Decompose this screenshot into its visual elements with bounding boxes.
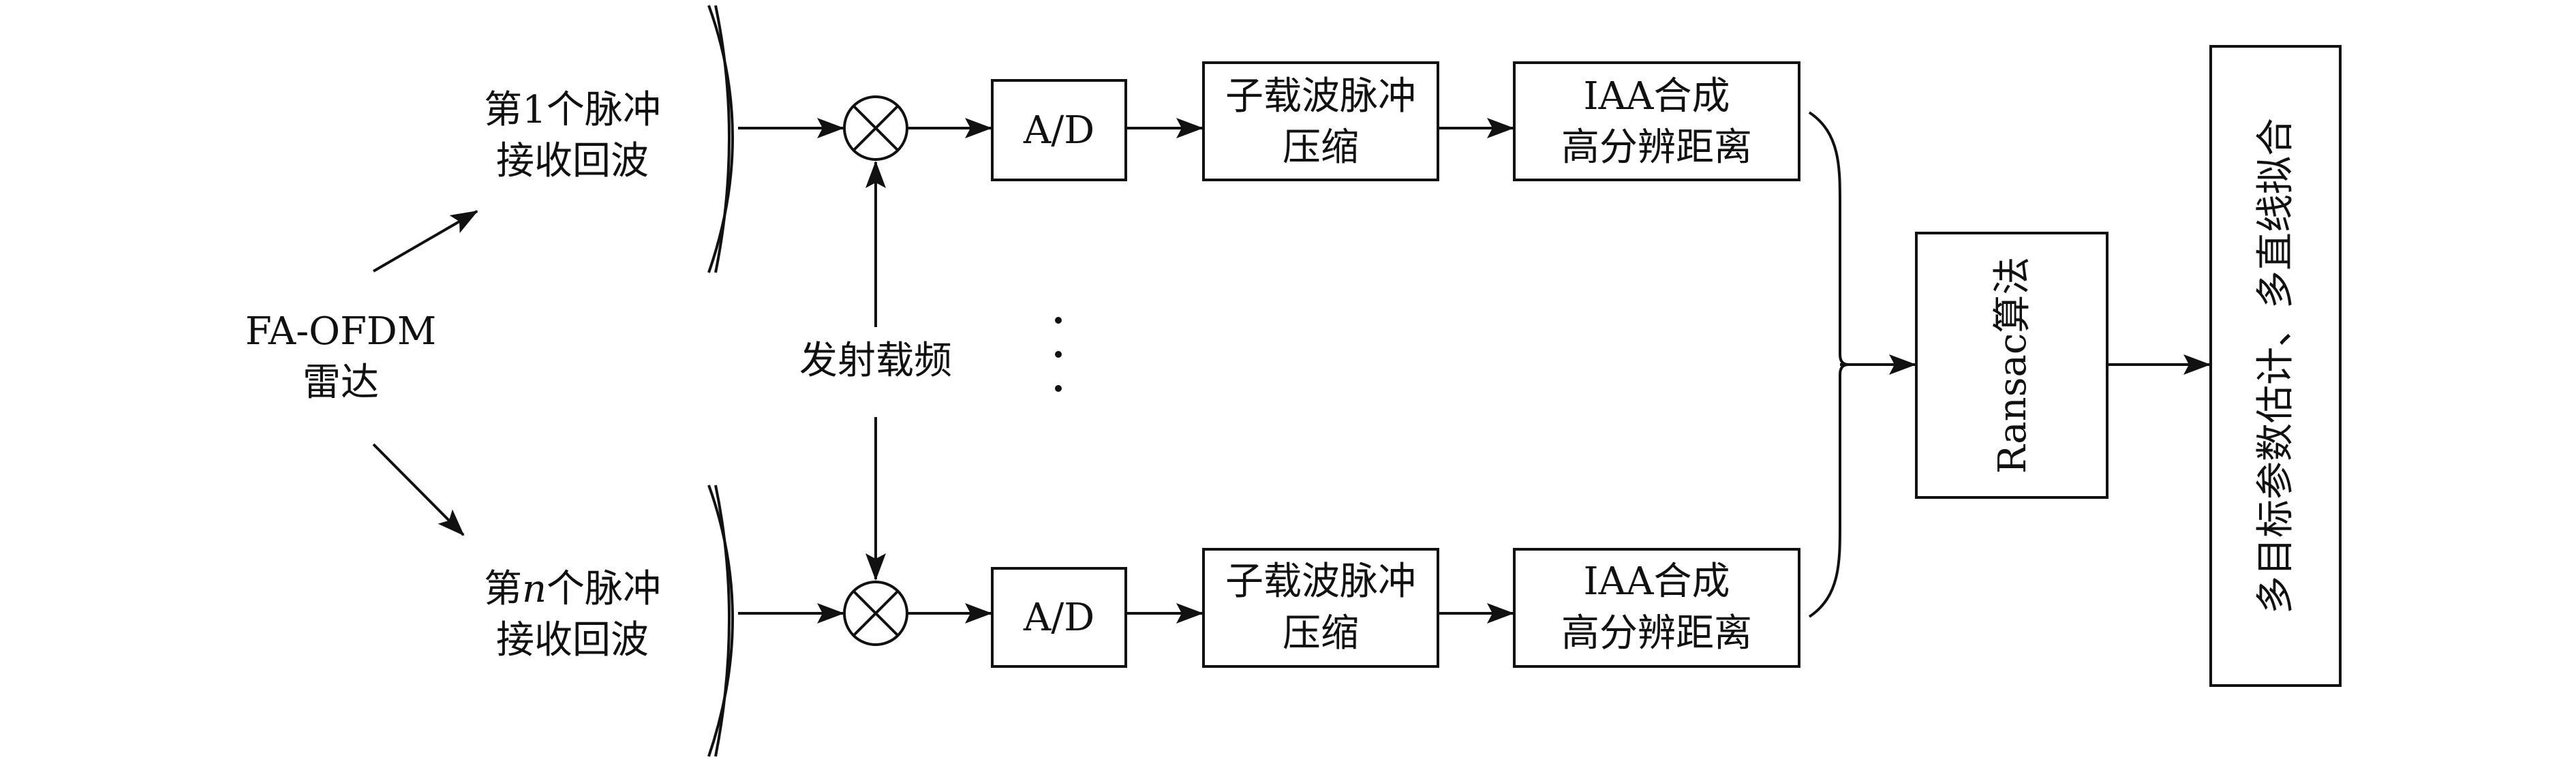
antenna-icon-nth [707,485,734,757]
adc-box-first [991,79,1127,181]
ellipsis-dots [1055,317,1062,392]
radar-label-line2: 雷达 [303,360,379,405]
iaa-label-first-line2: 高分辨距离 [1561,125,1752,170]
iaa-box-first [1513,61,1800,181]
antenna-icon-first [707,5,734,273]
compression-label-first-line1: 子载波脉冲 [1225,74,1416,119]
compression-label-first-line2: 压缩 [1283,125,1359,170]
ransac-label: Ransac算法 [1991,257,2035,474]
adc-label-first: A/D [1023,108,1094,153]
pulse-nth-label-line1: 第n个脉冲 [484,567,661,611]
compression-box-nth [1202,548,1439,668]
pulse-first-label-line2: 接收回波 [496,139,649,183]
compression-label-nth-line2: 压缩 [1283,611,1359,656]
carrier-frequency-label: 发射载频 [799,339,952,383]
adc-box-nth [991,567,1127,668]
pulse-first-label-line1: 第1个脉冲 [484,88,661,132]
mixer-icon-first [843,95,908,161]
iaa-box-nth [1513,548,1800,668]
merge-curve-top [1808,111,1849,366]
compression-box-first [1202,61,1439,181]
iaa-label-nth-line1: IAA合成 [1583,559,1730,604]
output-label: 多目标参数估计、多直线拟合 [2254,118,2298,614]
iaa-label-first-line1: IAA合成 [1583,74,1730,119]
merge-curve-bottom [1808,363,1849,618]
pulse-nth-label-line2: 接收回波 [496,618,649,662]
compression-label-nth-line1: 子载波脉冲 [1225,559,1416,604]
mixer-icon-nth [843,581,908,646]
iaa-label-nth-line2: 高分辨距离 [1561,611,1752,656]
radar-label-line1: FA-OFDM [245,309,436,354]
arrow-radar-to-pulse-first [372,210,478,273]
arrow-radar-to-pulse-nth [372,443,465,536]
output-box [2209,45,2342,687]
adc-label-nth: A/D [1023,596,1094,640]
